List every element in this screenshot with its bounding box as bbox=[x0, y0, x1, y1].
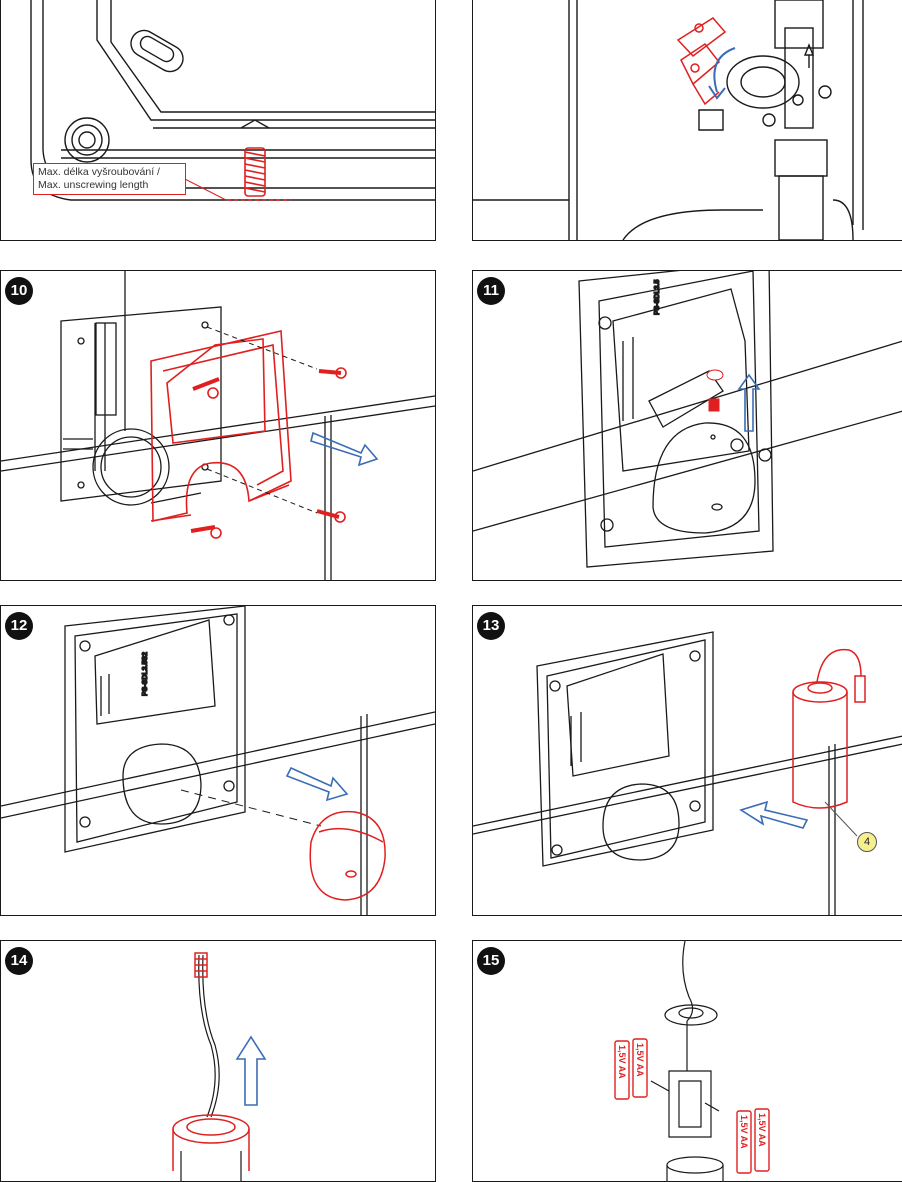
up-arrow bbox=[235, 1035, 267, 1106]
cap-red bbox=[706, 369, 724, 412]
part-callout-4: 4 bbox=[857, 832, 877, 852]
cap-red bbox=[172, 952, 250, 1171]
battery-label: 1,5V AA bbox=[739, 1115, 749, 1149]
step-badge: 11 bbox=[477, 277, 505, 305]
illustration-remove-cover: PS-SDL3.5S2 bbox=[1, 606, 435, 915]
pull-arrow bbox=[285, 766, 349, 802]
panel-step-13: 13 4 bbox=[472, 605, 902, 916]
device-label-vertical: PS-SDL3.5S2 bbox=[142, 652, 149, 696]
illustration-frame-mount bbox=[1, 271, 435, 580]
panel-step-15: 15 1,5V AA 1,5V AA 1,5V AA 1,5V AA bbox=[472, 940, 902, 1182]
illustration-unscrewing bbox=[30, 0, 435, 201]
panel-step-11: 11 PS-SDL3.5 bbox=[472, 270, 902, 581]
battery-unit-red bbox=[792, 648, 866, 809]
step-badge: 10 bbox=[5, 277, 33, 305]
battery-label: 1,5V AA bbox=[617, 1045, 627, 1079]
up-arrow bbox=[737, 373, 761, 432]
push-arrow bbox=[310, 431, 379, 467]
panel-step-10: 10 bbox=[0, 270, 436, 581]
step-badge: 15 bbox=[477, 947, 505, 975]
battery-label: 1,5V AA bbox=[635, 1043, 645, 1077]
step-badge: 12 bbox=[5, 612, 33, 640]
note-line-2: Max. unscrewing length bbox=[38, 179, 149, 191]
switch-red bbox=[676, 17, 727, 106]
step-badge: 13 bbox=[477, 612, 505, 640]
illustration-frame-installed: PS-SDL3.5 bbox=[473, 271, 902, 568]
frame-red bbox=[150, 330, 347, 539]
max-length-note: Max. délka vyšroubování / Max. unscrewin… bbox=[33, 163, 186, 195]
screw-red bbox=[227, 147, 291, 201]
device-label-vertical: PS-SDL3.5 bbox=[654, 279, 661, 315]
panel-step-14: 14 bbox=[0, 940, 436, 1182]
illustration-valve bbox=[473, 0, 864, 240]
battery-label: 1,5V AA bbox=[757, 1113, 767, 1147]
illustration-batteries: 1,5V AA 1,5V AA 1,5V AA 1,5V AA bbox=[614, 941, 770, 1181]
illustration-pull-cable bbox=[172, 952, 267, 1181]
note-line-1: Max. délka vyšroubování / bbox=[38, 166, 160, 178]
panel-valve bbox=[472, 0, 902, 241]
illustration-battery-insert bbox=[473, 631, 902, 915]
cover-red bbox=[309, 810, 386, 901]
panel-step-12: 12 PS-SDL3.5S2 bbox=[0, 605, 436, 916]
panel-max-unscrewing: Max. délka vyšroubování / Max. unscrewin… bbox=[0, 0, 436, 241]
rotation-arrow bbox=[713, 47, 736, 93]
push-arrow bbox=[739, 800, 809, 829]
step-badge: 14 bbox=[5, 947, 33, 975]
